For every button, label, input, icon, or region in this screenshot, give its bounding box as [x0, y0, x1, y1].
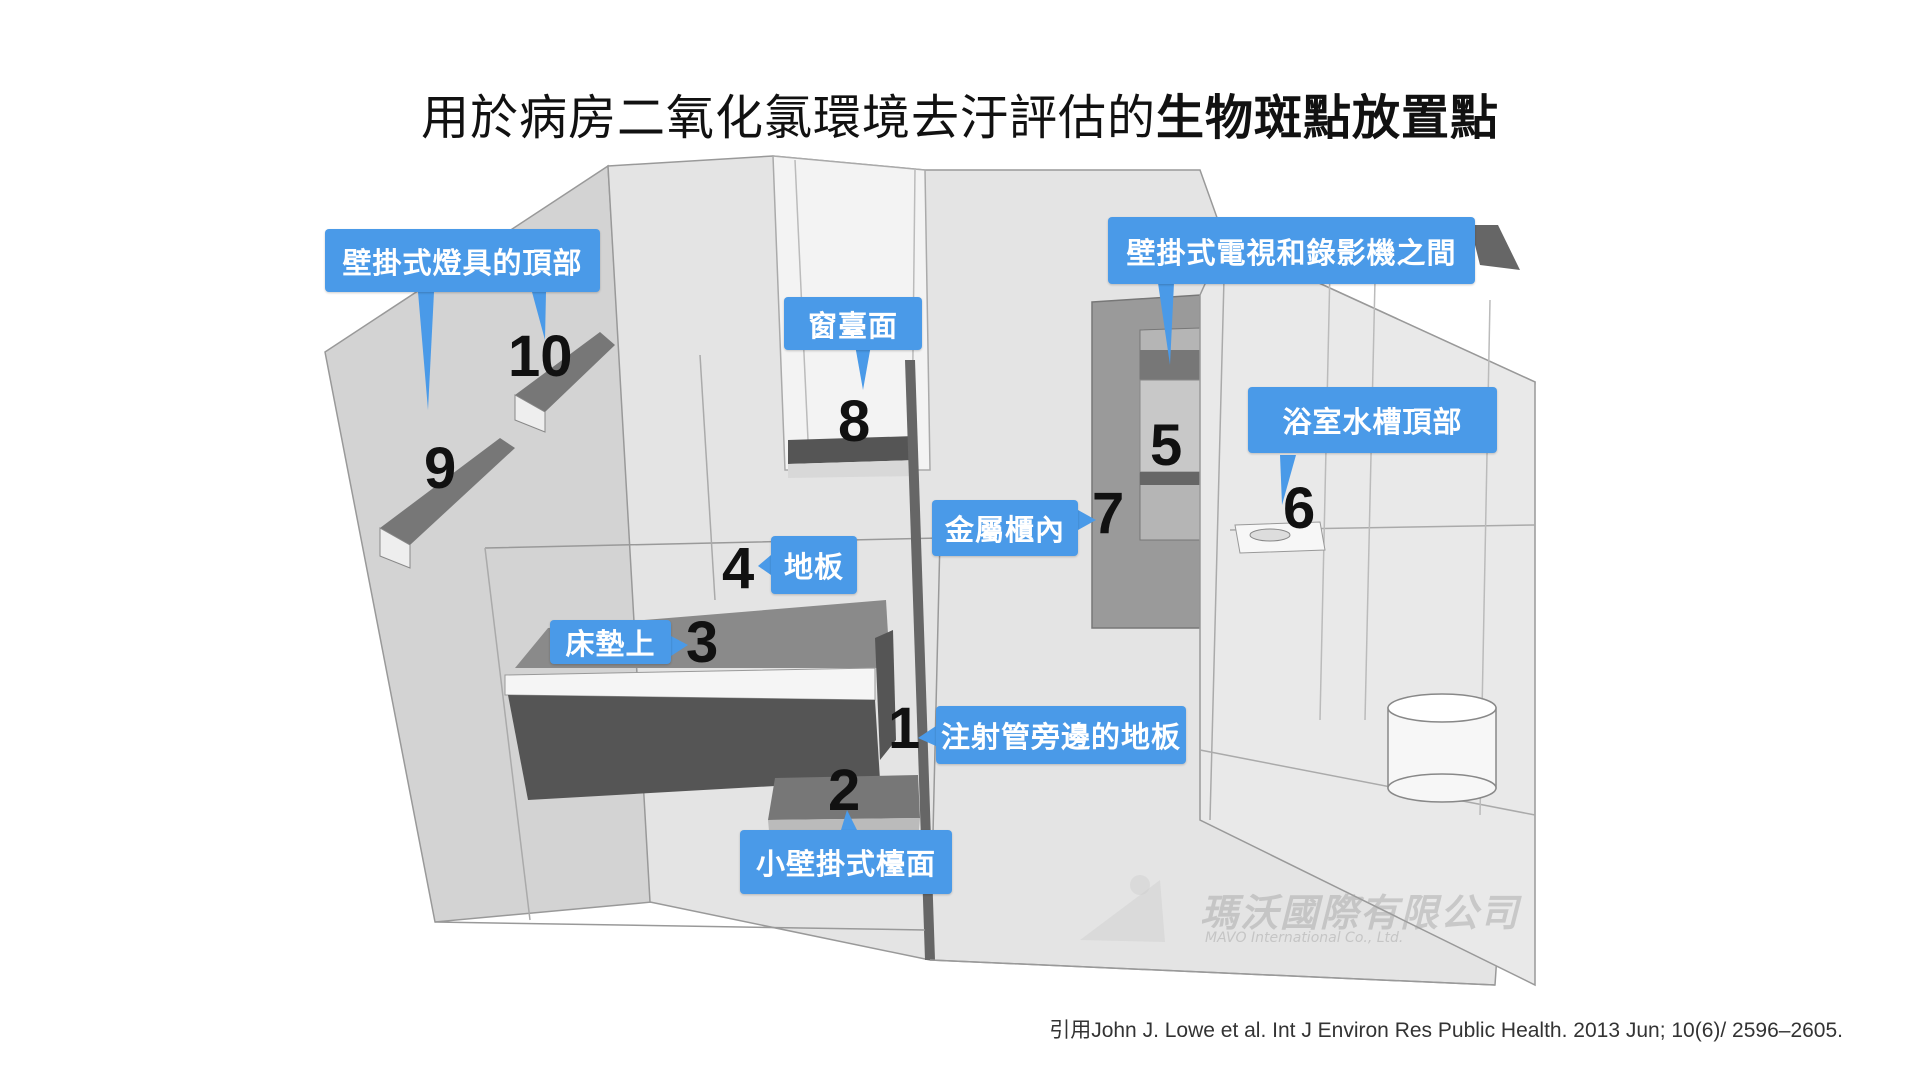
title-normal: 用於病房二氧化氯環境去汙評估的	[420, 90, 1156, 146]
side-table-top	[768, 775, 920, 820]
tv-box	[1140, 350, 1210, 380]
marker-6: 6	[1283, 476, 1316, 541]
callout-9-10: 壁掛式燈具的頂部	[325, 229, 600, 292]
pointer-4	[758, 555, 771, 575]
wall-lamp-9	[380, 438, 515, 545]
callout-5: 壁掛式電視和錄影機之間	[1108, 217, 1475, 284]
watermark-subtext: MAVO International Co., Ltd.	[1205, 930, 1404, 946]
window-sill	[788, 436, 918, 464]
callout-7: 金屬櫃內	[932, 500, 1078, 556]
pointer-7	[1078, 510, 1096, 530]
callout-1: 注射管旁邊的地板	[936, 706, 1186, 764]
pointer-9-10a	[418, 292, 434, 410]
marker-4: 4	[722, 536, 755, 601]
marker-9: 9	[424, 436, 457, 501]
page-title: 用於病房二氧化氯環境去汙評估的生物斑點放置點	[0, 78, 1920, 148]
callout-6: 浴室水槽頂部	[1248, 387, 1497, 453]
citation: 引用John J. Lowe et al. Int J Environ Res …	[1049, 1019, 1843, 1042]
callout-3: 床墊上	[550, 620, 671, 664]
marker-2: 2	[828, 758, 861, 823]
marker-3: 3	[686, 610, 719, 675]
marker-10: 10	[508, 324, 573, 389]
pointer-1	[918, 726, 936, 746]
marker-1: 1	[888, 696, 921, 761]
iv-pole	[905, 360, 935, 960]
pointer-6	[1280, 455, 1296, 505]
pointer-8	[855, 345, 871, 390]
pointer-2	[841, 810, 857, 830]
watermark-logo	[1080, 880, 1165, 942]
bed-base	[508, 695, 880, 800]
watermark-text: 瑪沃國際有限公司	[1200, 891, 1521, 935]
callout-2: 小壁掛式檯面	[740, 830, 952, 894]
callout-8: 窗臺面	[784, 297, 922, 350]
pointer-9-10b	[532, 292, 546, 340]
title-bold: 生物斑點放置點	[1156, 90, 1500, 146]
callout-4: 地板	[771, 536, 857, 594]
marker-5: 5	[1150, 413, 1183, 478]
marker-7: 7	[1092, 481, 1125, 546]
pointer-3	[671, 636, 688, 656]
wall-lamp-10	[515, 332, 615, 412]
marker-8: 8	[838, 389, 871, 454]
pointer-5	[1158, 283, 1174, 365]
